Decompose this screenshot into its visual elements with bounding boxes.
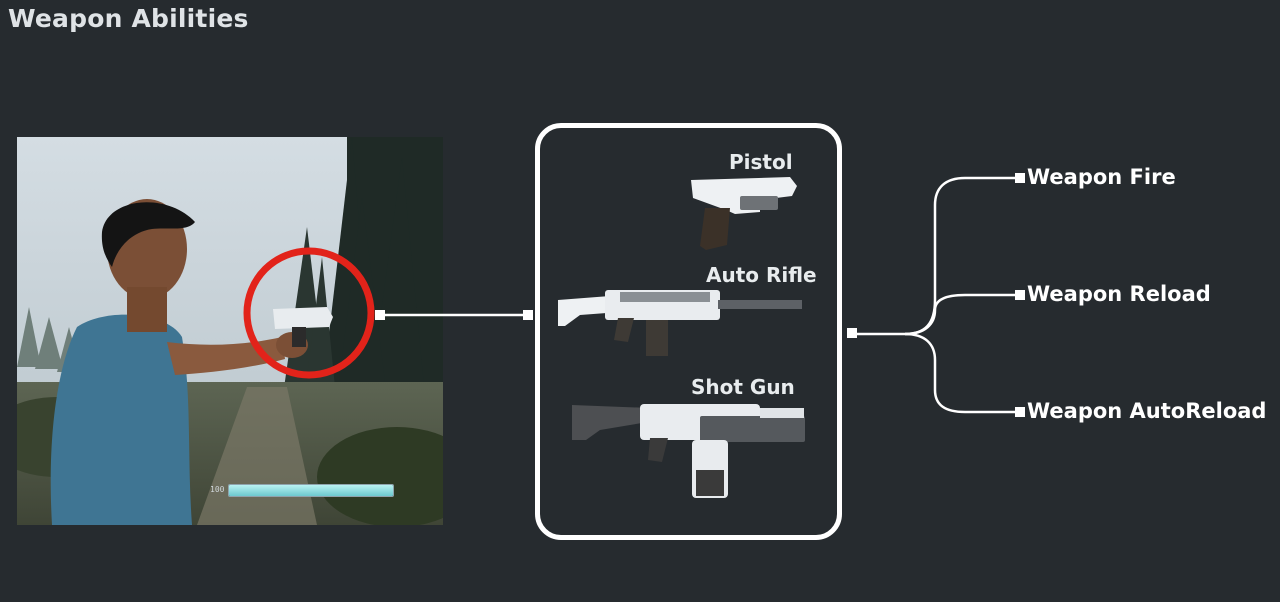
weapons-box bbox=[535, 123, 842, 540]
highlight-ring bbox=[243, 247, 375, 379]
health-bar bbox=[228, 484, 394, 497]
health-bar-fill bbox=[229, 485, 393, 496]
ability-weapon-fire: Weapon Fire bbox=[1027, 165, 1176, 189]
connector-node-scene bbox=[375, 310, 385, 320]
connector-node-box-in bbox=[523, 310, 533, 320]
gameplay-scene-image bbox=[17, 137, 443, 525]
diagram-title: Weapon Abilities bbox=[8, 4, 249, 33]
node-weapon-reload bbox=[1015, 290, 1025, 300]
branch-reload bbox=[904, 293, 1020, 336]
ability-weapon-autoreload: Weapon AutoReload bbox=[1027, 399, 1267, 423]
connector-node-box-out bbox=[847, 328, 857, 338]
weapon-label-auto-rifle: Auto Rifle bbox=[706, 263, 817, 287]
ability-weapon-reload: Weapon Reload bbox=[1027, 282, 1211, 306]
weapon-label-shot-gun: Shot Gun bbox=[691, 375, 795, 399]
node-weapon-fire bbox=[1015, 173, 1025, 183]
branch-autoreload bbox=[904, 332, 1020, 414]
weapon-label-pistol: Pistol bbox=[729, 150, 793, 174]
node-weapon-autoreload bbox=[1015, 407, 1025, 417]
branch-fire bbox=[857, 176, 1020, 336]
health-readout: 100 bbox=[210, 485, 225, 494]
